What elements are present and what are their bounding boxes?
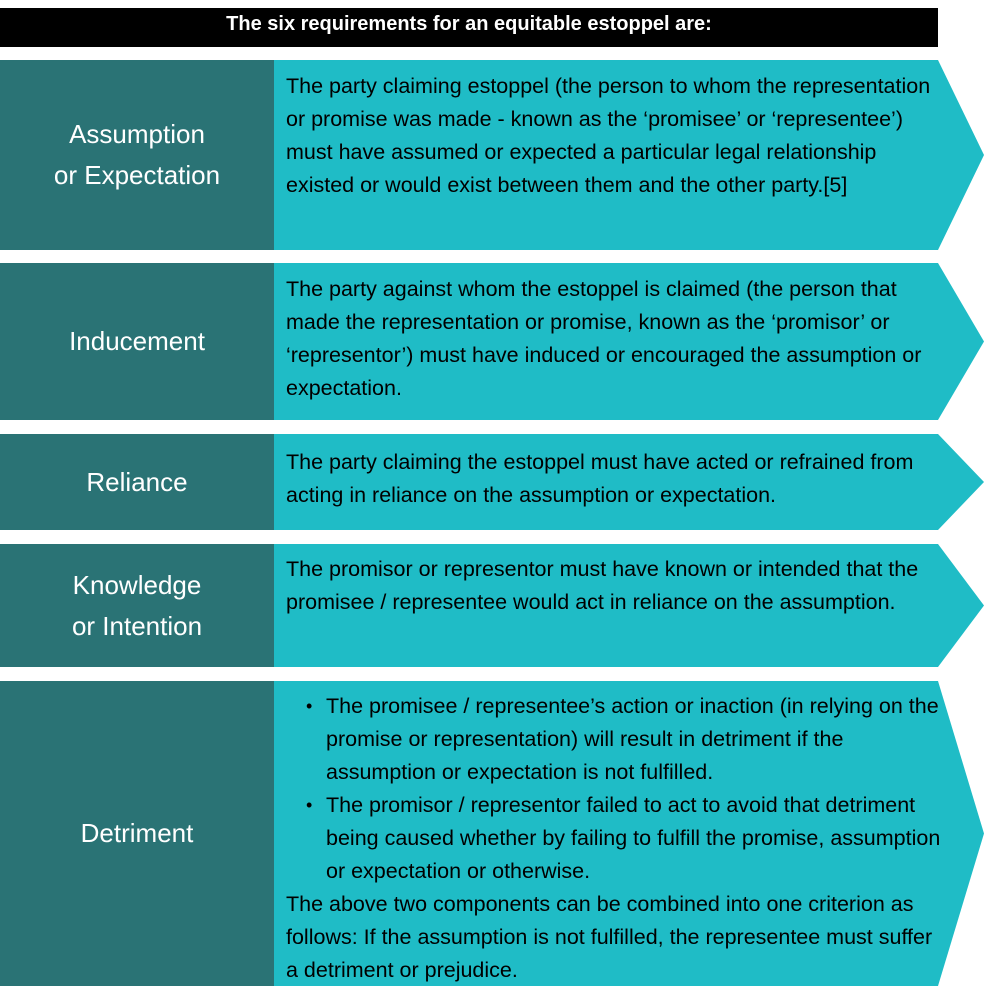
diagram-title: The six requirements for an equitable es… — [0, 8, 938, 47]
requirement-label-box: Assumption or Expectation — [0, 60, 274, 250]
requirement-label: Inducement — [69, 326, 205, 356]
requirement-description: The promisor or representor must have kn… — [286, 557, 919, 614]
requirement-arrow-shape — [274, 263, 984, 420]
requirement-label-box: Inducement — [0, 263, 274, 420]
requirement-label: Assumption — [69, 119, 205, 149]
requirement-label: Knowledge — [72, 569, 202, 600]
requirement-description: The party claiming estoppel (the person … — [286, 74, 931, 197]
list-item: The promisee / representee’s action or i… — [306, 690, 946, 789]
requirement-label-line2: or Expectation — [53, 160, 221, 190]
requirement-row-assumption: Assumption or Expectation The party clai… — [0, 60, 1000, 250]
requirement-label-box: Detriment — [0, 681, 274, 986]
detriment-bullet-list: The promisee / representee’s action or i… — [286, 690, 946, 888]
requirement-label: Detriment — [80, 818, 194, 848]
requirement-row-reliance: Reliance The party claiming the estoppel… — [0, 434, 1000, 530]
requirement-description: The party claiming the estoppel must hav… — [286, 450, 914, 507]
requirement-description: The promisee / representee’s action or i… — [286, 690, 946, 987]
requirement-row-detriment: Detriment The promisee / representee’s a… — [0, 681, 1000, 986]
requirement-label-line2: or Intention — [71, 610, 203, 641]
detriment-summary-text: The above two components can be combined… — [286, 892, 933, 982]
requirement-label-box: Knowledge or Intention — [0, 544, 274, 667]
requirement-label-box: Reliance — [0, 434, 274, 530]
requirement-arrow-shape — [274, 60, 984, 250]
requirement-label: Reliance — [86, 466, 188, 497]
requirement-description: The party against whom the estoppel is c… — [286, 277, 922, 400]
list-item: The promisor / representor failed to act… — [306, 789, 946, 888]
requirement-row-inducement: Inducement The party against whom the es… — [0, 263, 1000, 420]
requirement-row-knowledge: Knowledge or Intention The promisor or r… — [0, 544, 1000, 667]
requirement-arrow-shape — [274, 544, 984, 667]
requirement-arrow-shape — [274, 434, 984, 530]
